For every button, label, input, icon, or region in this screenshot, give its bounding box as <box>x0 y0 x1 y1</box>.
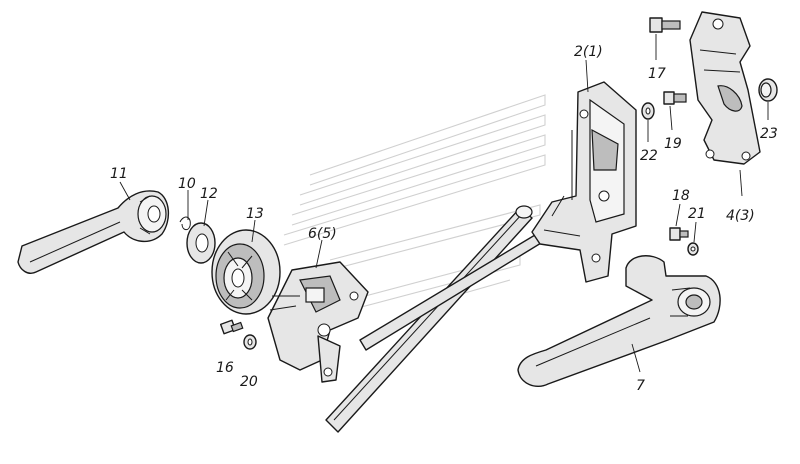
spring-clip-part <box>179 216 191 231</box>
washer-12-part <box>186 222 216 264</box>
screw-18-part <box>669 227 689 241</box>
label-11: 11 <box>110 166 128 182</box>
latch-plate-part <box>689 11 761 165</box>
bolt-17-part <box>649 17 681 33</box>
label-17: 17 <box>648 66 666 82</box>
label-20: 20 <box>240 374 258 390</box>
leader-lines <box>119 34 769 373</box>
inner-handle-part <box>17 190 169 274</box>
label-21: 21 <box>688 206 706 222</box>
label-23: 23 <box>760 126 778 142</box>
bolt-16-part <box>219 319 244 335</box>
connecting-rod-part <box>325 205 547 433</box>
washer-20-part <box>243 334 257 350</box>
washer-21-part <box>687 242 699 256</box>
cap-23-part <box>758 78 778 102</box>
label-10: 10 <box>178 176 196 192</box>
lock-body-part <box>531 81 637 283</box>
inner-mechanism-part <box>267 261 369 383</box>
label-6-5: 6(5) <box>308 226 337 242</box>
outer-handle-part <box>517 255 721 388</box>
label-13: 13 <box>246 206 264 222</box>
label-2-1: 2(1) <box>574 44 603 60</box>
part-labels: 11 10 12 13 16 20 6(5) 2(1) 17 22 19 23 … <box>110 44 778 394</box>
label-22: 22 <box>640 148 658 164</box>
label-19: 19 <box>664 136 682 152</box>
bolt-19-part <box>663 91 687 105</box>
washer-22-part <box>641 102 655 120</box>
label-7: 7 <box>636 378 645 394</box>
label-12: 12 <box>200 186 218 202</box>
label-4-3: 4(3) <box>726 208 755 224</box>
label-18: 18 <box>672 188 690 204</box>
rosette-part <box>211 229 281 315</box>
watermark-logo <box>283 94 546 311</box>
label-16: 16 <box>216 360 234 376</box>
